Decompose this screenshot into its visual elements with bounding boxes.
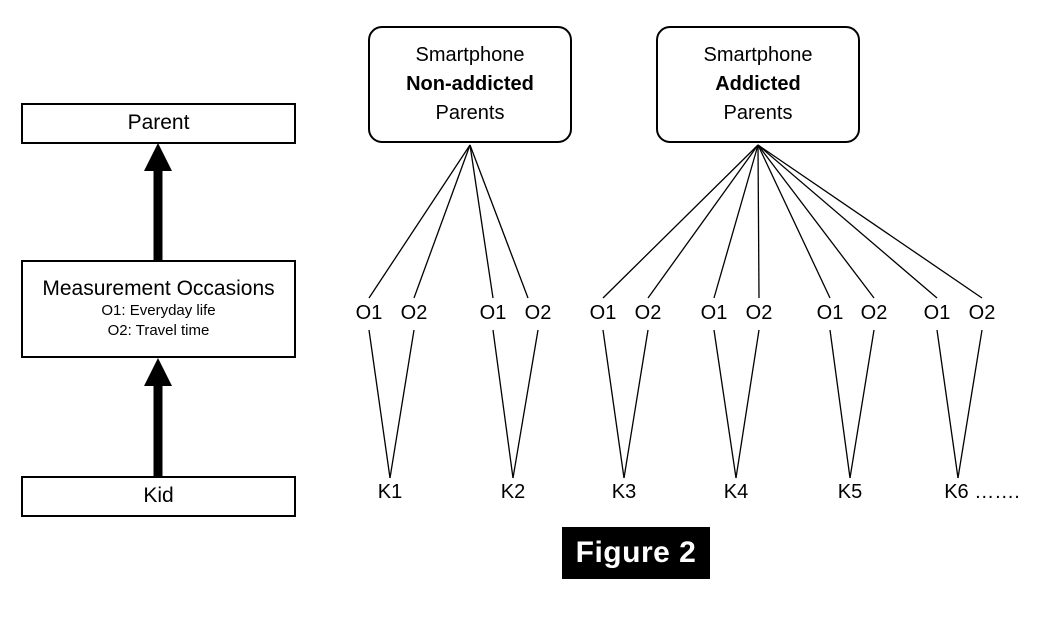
group-line-non-addicted: Non-addicted	[406, 73, 534, 95]
measurement-occasion-o2: O2: Travel time	[107, 322, 210, 340]
group-line-parents: Parents	[723, 102, 793, 124]
occasion-label-k3-o2: O2	[634, 302, 662, 324]
level-box-parent: Parent	[21, 103, 296, 144]
kid-label-k5: K5	[837, 481, 863, 503]
occasion-label-k6-o1: O1	[923, 302, 951, 324]
group-box-non-addicted-parents: Smartphone Non-addicted Parents	[368, 26, 572, 143]
occasion-label-k6-o2: O2	[968, 302, 996, 324]
kid-label-k2: K2	[500, 481, 526, 503]
group-line-smartphone: Smartphone	[703, 44, 813, 66]
level-title-parent: Parent	[127, 111, 190, 135]
arrow-kid-to-measurement	[144, 358, 172, 476]
group-line-parents: Parents	[435, 102, 505, 124]
kid-label-k4: K4	[723, 481, 749, 503]
level-title-measurement-occasions: Measurement Occasions	[42, 276, 275, 300]
occasion-label-k1-o1: O1	[355, 302, 383, 324]
occasion-label-k1-o2: O2	[400, 302, 428, 324]
group-line-addicted: Addicted	[715, 73, 801, 95]
v-connector-k4	[713, 329, 760, 479]
measurement-occasion-o1: O1: Everyday life	[101, 301, 216, 319]
occasion-label-k5-o2: O2	[860, 302, 888, 324]
occasion-label-k4-o1: O1	[700, 302, 728, 324]
occasion-label-k4-o2: O2	[745, 302, 773, 324]
level-box-measurement-occasions: Measurement Occasions O1: Everyday life …	[21, 260, 296, 358]
level-box-kid: Kid	[21, 476, 296, 517]
v-connector-k6	[936, 329, 983, 479]
v-connector-k1	[368, 329, 415, 479]
v-connector-k3	[602, 329, 649, 479]
figure-caption: Figure 2	[562, 527, 710, 579]
group-line-smartphone: Smartphone	[415, 44, 525, 66]
kid-label-k1: K1	[377, 481, 403, 503]
occasion-label-k2-o1: O1	[479, 302, 507, 324]
occasion-label-k5-o1: O1	[816, 302, 844, 324]
occasion-label-k3-o1: O1	[589, 302, 617, 324]
occasion-label-k2-o2: O2	[524, 302, 552, 324]
v-connector-k5	[829, 329, 875, 479]
fan-non-addicted	[368, 144, 529, 299]
kid-label-k3: K3	[611, 481, 637, 503]
arrow-measurement-to-parent	[144, 143, 172, 260]
kid-label-k6: K6 …….	[944, 481, 1020, 503]
group-box-addicted-parents: Smartphone Addicted Parents	[656, 26, 860, 143]
level-title-kid: Kid	[143, 484, 174, 508]
fan-addicted	[602, 144, 983, 299]
v-connector-k2	[492, 329, 539, 479]
